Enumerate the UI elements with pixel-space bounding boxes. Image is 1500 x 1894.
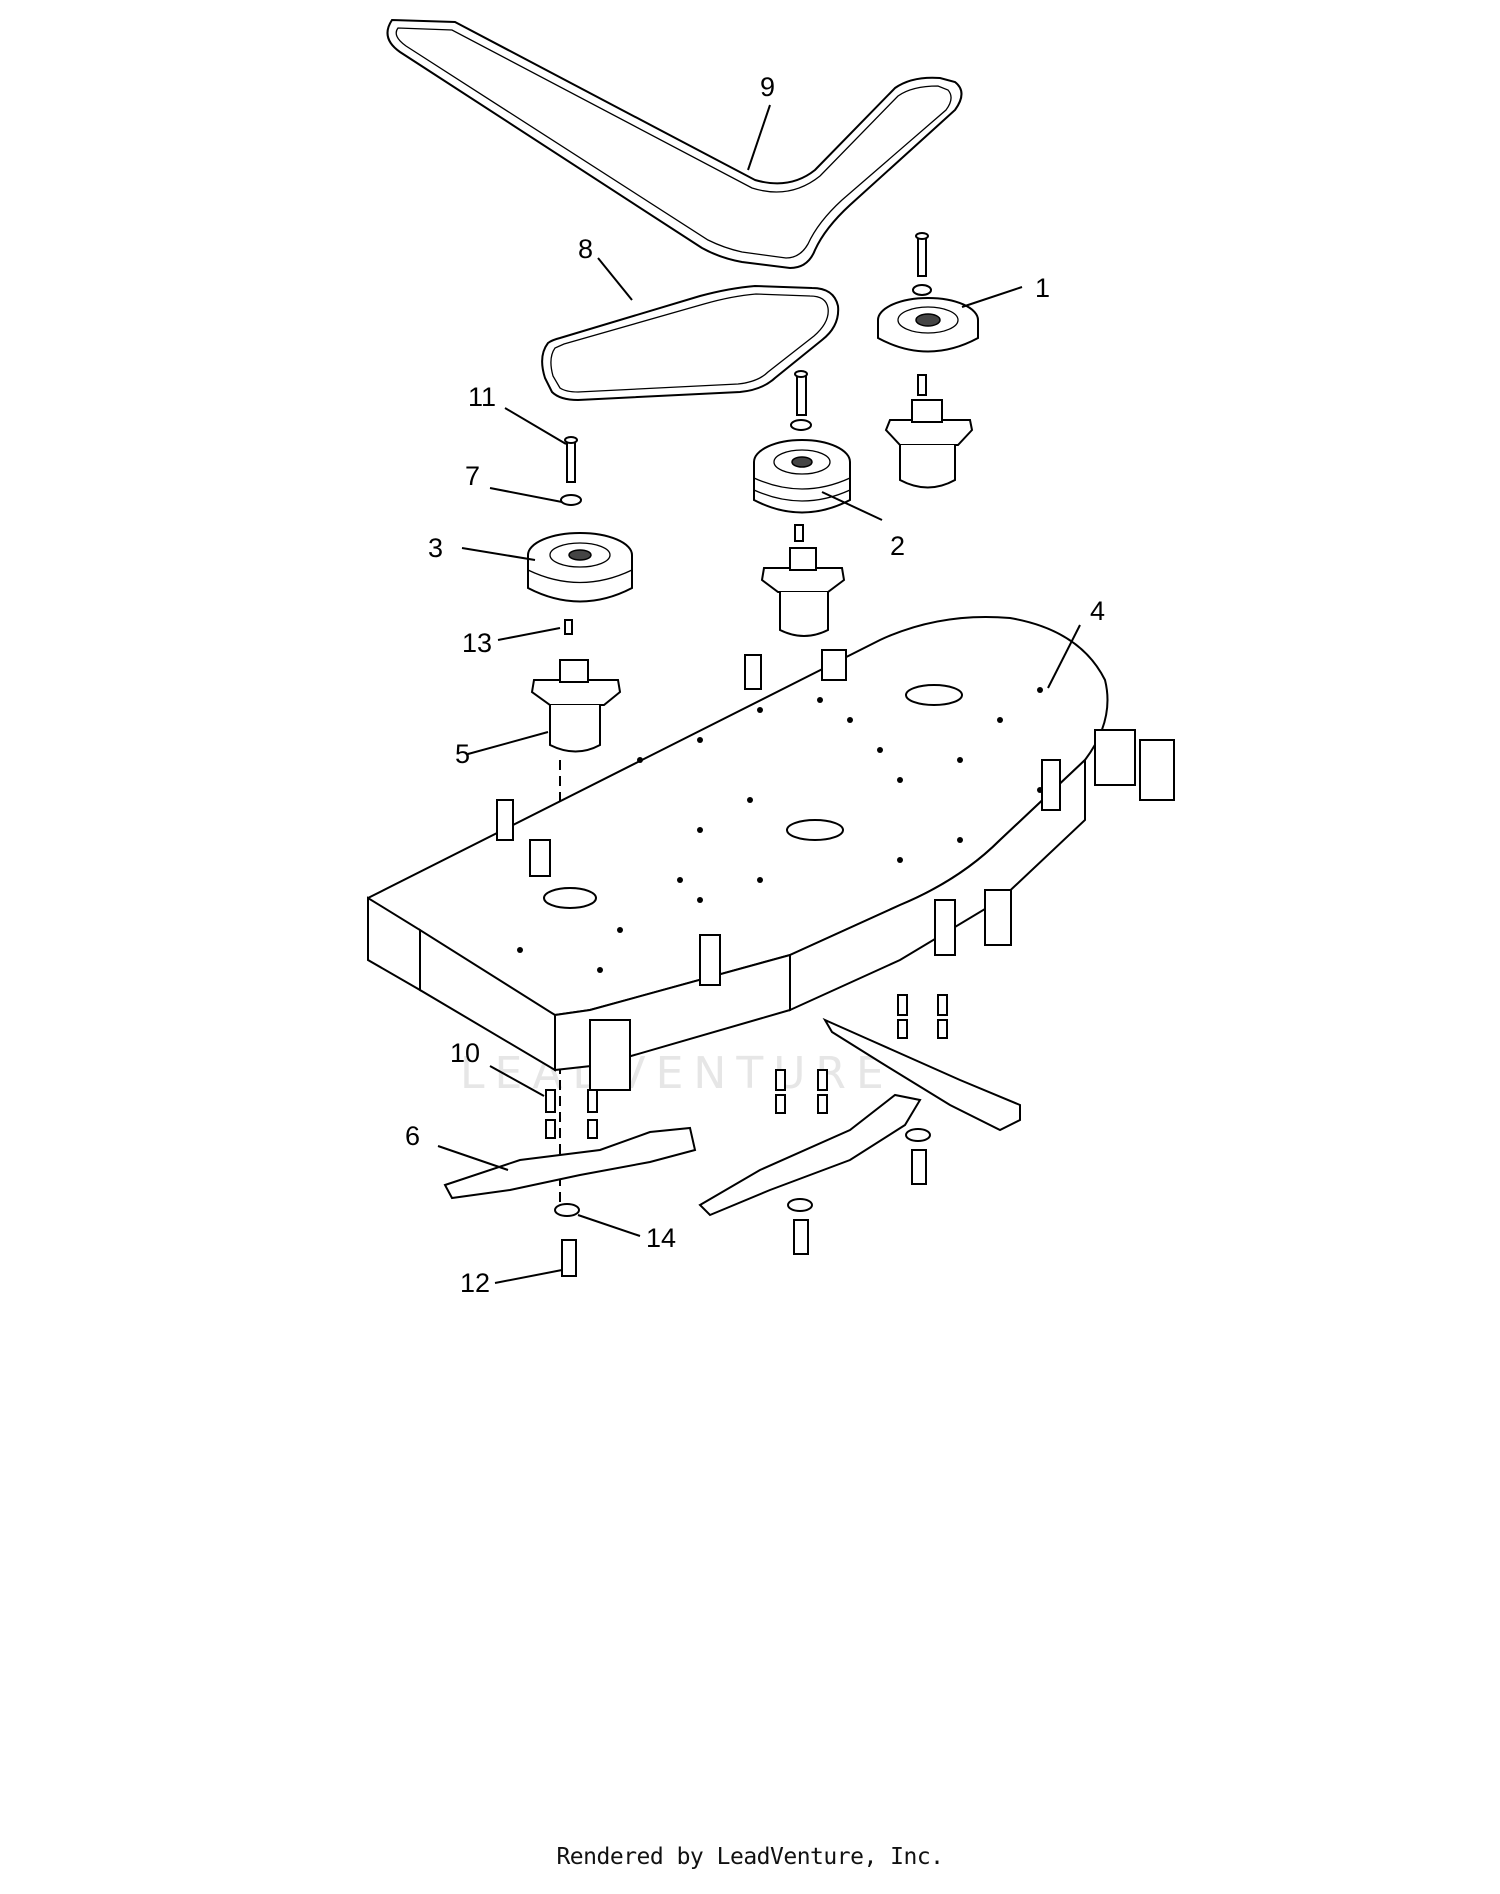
callout-3: 3 — [428, 533, 443, 563]
callout-11: 11 — [468, 382, 496, 412]
callout-10: 10 — [450, 1038, 480, 1068]
belt-9 — [386, 18, 963, 270]
callout-12: 12 — [460, 1268, 490, 1298]
callout-2: 2 — [890, 531, 905, 561]
callout-5: 5 — [455, 739, 470, 769]
belt-8 — [541, 284, 840, 402]
callout-7: 7 — [465, 461, 480, 491]
callout-1: 1 — [1035, 273, 1050, 303]
callout-8: 8 — [578, 234, 593, 264]
leader-lines — [437, 104, 1081, 1284]
hardware-bolts — [545, 994, 948, 1277]
callout-9: 9 — [760, 72, 775, 102]
callout-6: 6 — [405, 1121, 420, 1151]
callout-14: 14 — [646, 1223, 676, 1253]
callout-4: 4 — [1090, 596, 1105, 626]
pulley-3-assembly — [527, 436, 633, 753]
pulley-1-assembly — [877, 232, 979, 489]
blade-center — [698, 1093, 922, 1217]
blade-6-left — [443, 1126, 697, 1200]
callout-13: 13 — [462, 628, 492, 658]
pulley-2-assembly — [753, 370, 851, 637]
deck-4 — [367, 615, 1175, 1091]
blade-right — [822, 1017, 1021, 1132]
rendered-by-footer: Rendered by LeadVenture, Inc. — [556, 1844, 944, 1870]
